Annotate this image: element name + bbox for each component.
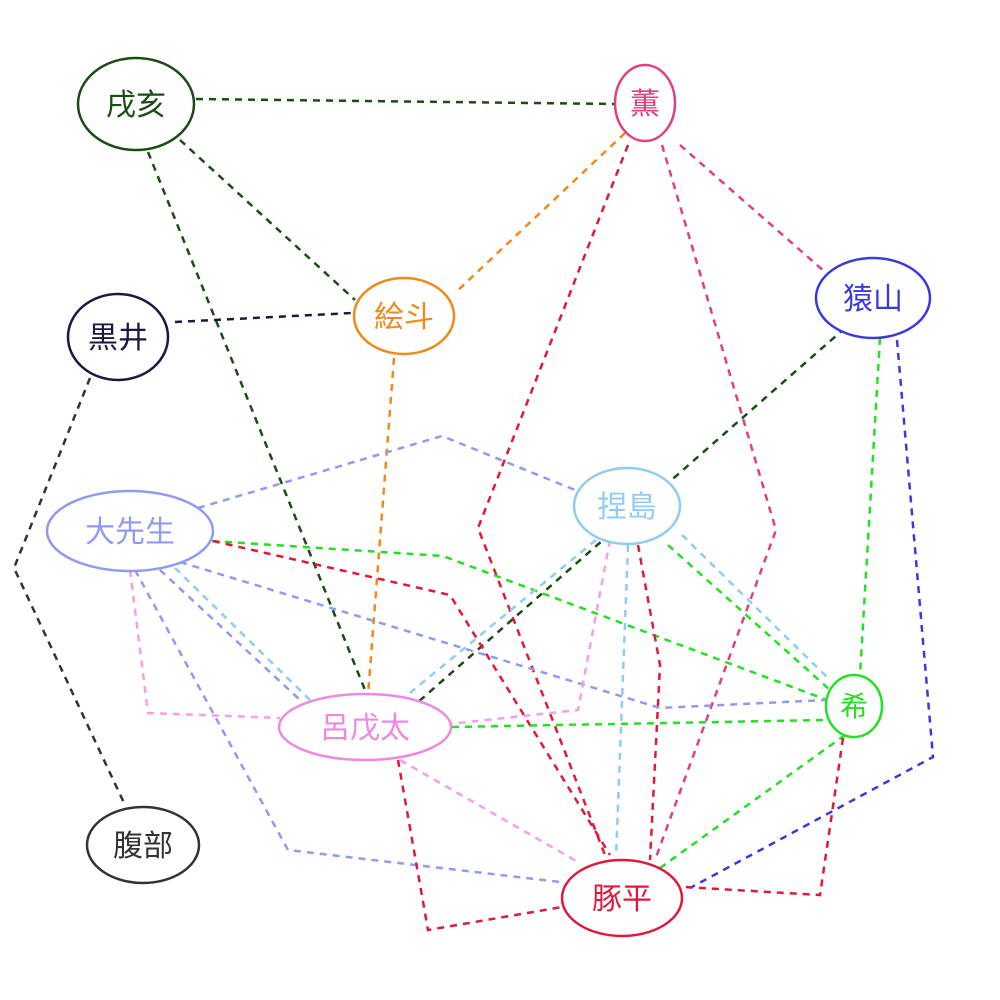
edge-kuroi-harabe (12, 377, 127, 806)
node-saruyama: 猿山 (814, 256, 932, 340)
edge-daisensei-rotta (174, 567, 311, 701)
edge-saruyama-rotta (416, 327, 846, 704)
node-ellipse (613, 63, 677, 143)
node-label: 捏島 (597, 490, 657, 525)
node-label: 黒井 (88, 321, 148, 356)
node-ellipse (814, 256, 932, 340)
edge-nejishima-rotta (439, 539, 612, 727)
edge-kaoru-emoto (454, 132, 626, 294)
edge-nozomu-tonpei (683, 737, 845, 897)
edge-daisensei-tonpei (133, 569, 561, 884)
node-label: 薫 (630, 87, 660, 122)
node-label: 豚平 (592, 882, 652, 917)
edge-kaoru-tonpei (653, 144, 778, 861)
node-ellipse (824, 673, 884, 739)
node-ellipse (85, 805, 201, 885)
edge-inui-rotta (146, 151, 367, 691)
node-ellipse (66, 292, 170, 382)
node-emoto: 絵斗 (352, 276, 456, 356)
edge-rotta-nozomu (451, 718, 827, 729)
edge-kaoru-saruyama (679, 144, 826, 273)
node-ellipse (572, 466, 682, 546)
edge-daisensei-nozomu (179, 560, 827, 710)
node-label: 絵斗 (374, 300, 434, 335)
node-label: 戌亥 (106, 88, 166, 123)
edge-nozomu-tonpei (659, 733, 846, 870)
edge-daisensei-tonpei (212, 539, 612, 856)
node-ellipse (560, 858, 684, 938)
edge-emoto-rotta (366, 357, 396, 696)
edge-nejishima-tonpei (636, 544, 662, 861)
edge-nejishima-tonpei (614, 544, 630, 858)
edge-rotta-tonpei (399, 758, 579, 864)
edge-inui-kaoru (195, 97, 616, 106)
edge-daisensei-nejishima (197, 434, 576, 510)
edge-nejishima-nozomu (681, 534, 831, 681)
node-inui: 戌亥 (76, 56, 196, 152)
node-label: 呂戊太 (320, 711, 410, 746)
edge-daisensei-nozomu (211, 539, 828, 702)
edge-saruyama-tonpei (689, 339, 935, 890)
edge-kuroi-emoto (174, 311, 353, 324)
edge-inui-emoto (179, 139, 356, 301)
node-kaoru: 薫 (613, 63, 677, 143)
node-ellipse (352, 276, 456, 356)
node-nozomu: 希 (824, 673, 884, 739)
edge-nejishima-rotta (404, 539, 597, 698)
node-nejishima: 捏島 (572, 466, 682, 546)
node-label: 猿山 (843, 282, 903, 317)
edge-saruyama-nozomu (858, 337, 882, 676)
node-tonpei: 豚平 (560, 858, 684, 938)
edge-daisensei-rotta (159, 569, 301, 701)
node-ellipse (277, 692, 453, 762)
node-ellipse (76, 56, 196, 152)
node-ellipse (45, 489, 215, 573)
node-kuroi: 黒井 (66, 292, 170, 382)
edge-daisensei-rotta (128, 569, 281, 720)
edge-nejishima-nozomu (667, 544, 831, 691)
node-label: 大先生 (85, 515, 175, 550)
edge-rotta-tonpei (396, 759, 563, 932)
edges-layer (12, 97, 935, 932)
node-label: 腹部 (113, 829, 173, 864)
node-rotta: 呂戊太 (277, 692, 453, 762)
node-label: 希 (840, 690, 868, 723)
node-harabe: 腹部 (85, 805, 201, 885)
node-daisensei: 大先生 (45, 489, 215, 573)
